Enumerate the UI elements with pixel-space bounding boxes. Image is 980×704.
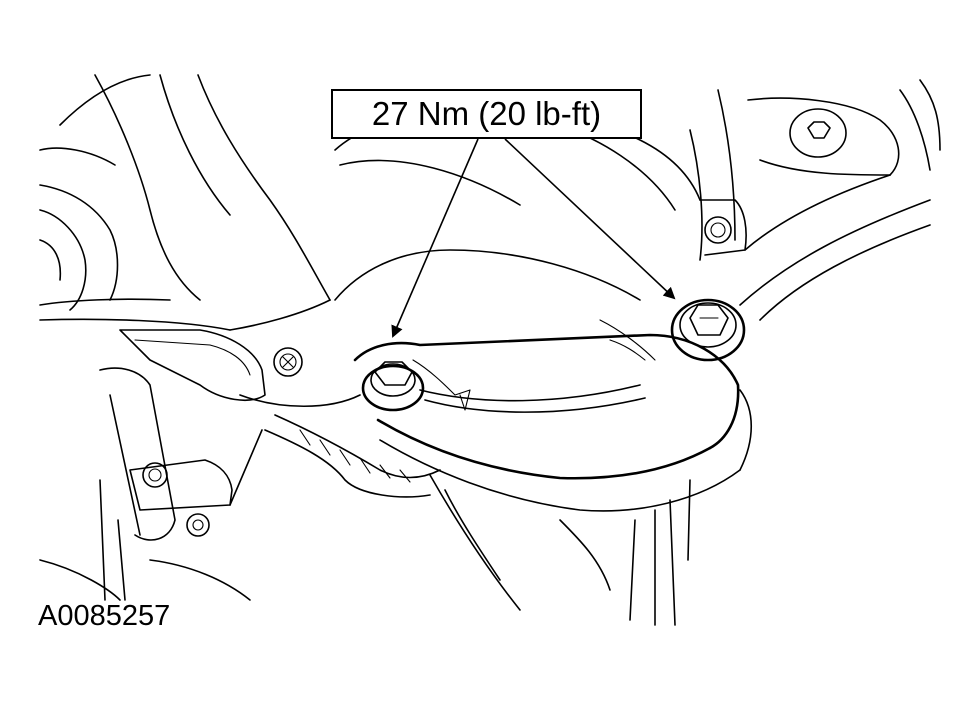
- wire-harness: [239, 394, 521, 611]
- left-housing: [39, 74, 331, 331]
- right-bracket: [689, 79, 941, 321]
- lower-right-structure: [559, 479, 691, 626]
- leader-arrow-right: [504, 138, 676, 300]
- bolt-right: [670, 298, 746, 362]
- bolt-left: [361, 359, 471, 412]
- leader-arrow-left: [391, 138, 479, 338]
- lower-left-parts: [39, 367, 263, 601]
- left-bracket: [119, 329, 303, 401]
- callout-leaders: [391, 138, 676, 338]
- torque-callout-label: 27 Nm (20 lb-ft): [331, 89, 642, 139]
- figure-id-label: A0085257: [38, 600, 171, 632]
